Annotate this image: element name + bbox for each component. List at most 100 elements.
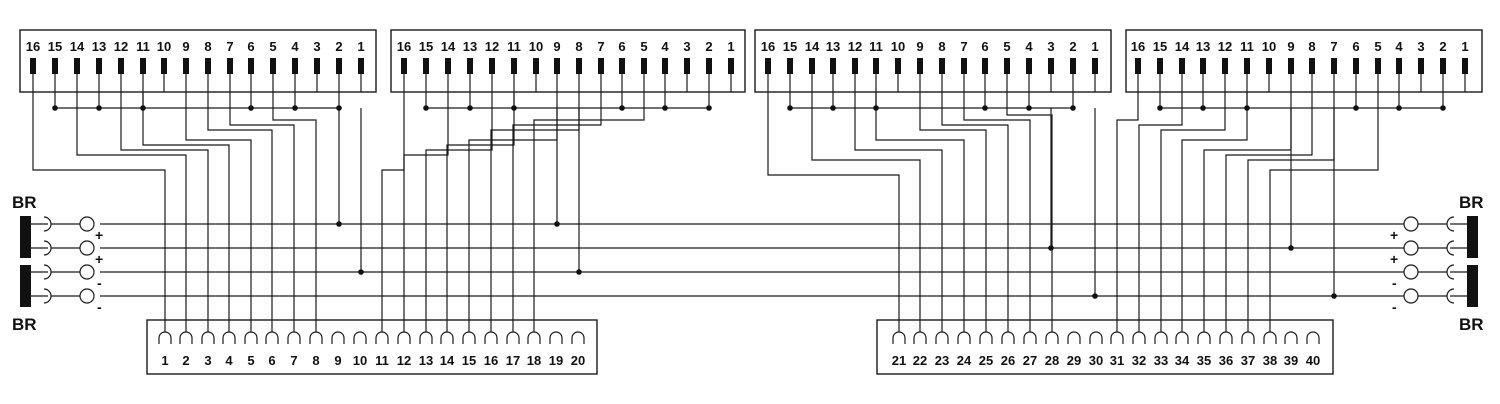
power-bar-right-bottom [1467,265,1478,307]
terminal-label: 18 [527,353,541,368]
pin-stub [1157,58,1163,74]
pin-stub [118,58,124,74]
signal-wire [381,92,405,332]
pin-stub [248,58,254,74]
terminal-label: 2 [182,353,189,368]
terminal-contact [571,331,585,344]
pin-stub [270,58,276,74]
pin-stub [554,58,560,74]
junction-dot [662,105,668,111]
pin-stub [1288,58,1294,74]
terminal-contact [1175,331,1189,344]
pin-label: 15 [783,39,797,54]
br-label-right-bottom: BR [1459,315,1484,334]
pin-label: 9 [916,39,923,54]
junction-dot [1331,293,1337,299]
pin-stub [830,58,836,74]
junction-dot [1353,105,1359,111]
terminal-contact [222,331,236,344]
terminal-contact [1154,331,1168,344]
pin-label: 9 [182,39,189,54]
terminal-ring [79,264,95,280]
pin-stub [1396,58,1402,74]
pin-label: 7 [597,39,604,54]
pin-label: 6 [247,39,254,54]
pin-label: 13 [463,39,477,54]
pin-stub [161,58,167,74]
pin-stub [1309,58,1315,74]
pin-stub [895,58,901,74]
junction-dot [982,105,988,111]
terminal-label: 35 [1197,353,1211,368]
signal-wire [446,92,515,332]
terminal-label: 23 [935,353,949,368]
terminal-contact [244,331,258,344]
pin-label: 5 [1003,39,1010,54]
signal-wire [207,92,273,332]
terminal-label: 31 [1110,353,1124,368]
terminal-block-1 [146,319,598,375]
pin-label: 3 [1417,39,1424,54]
terminal-contact [353,331,367,344]
terminal-label: 36 [1219,353,1233,368]
pin-label: 6 [618,39,625,54]
wire-layer [32,74,1466,332]
terminal-contact [892,331,906,344]
pin-label: 16 [26,39,40,54]
pin-label: 15 [1153,39,1167,54]
terminal-label: 3 [204,353,211,368]
junction-dot [248,105,254,111]
terminal-label: 28 [1045,353,1059,368]
terminal-label: 30 [1089,353,1103,368]
junction-dot [96,105,102,111]
pin-stub [728,58,734,74]
terminal-label: 10 [353,353,367,368]
terminal-label: 21 [892,353,906,368]
power-socket [1446,264,1455,280]
terminal-label: 6 [268,353,275,368]
pin-stub [205,58,211,74]
junction-dot [1157,105,1163,111]
pin-label: 3 [313,39,320,54]
pin-stub [1200,58,1206,74]
pin-label: 7 [1330,39,1337,54]
terminal-label: 24 [957,353,972,368]
pin-label: 14 [70,39,85,54]
pin-stub [787,58,793,74]
terminal-ring [79,240,95,256]
signal-wire [854,92,943,332]
terminal-contact [158,331,172,344]
br-label-right-top: BR [1459,193,1484,212]
terminal-contact [1219,331,1233,344]
sign-left-4: - [97,299,102,315]
terminal-label: 22 [913,353,927,368]
terminal-label: 7 [290,353,297,368]
terminal-label: 5 [247,353,254,368]
pin-stub [1135,58,1141,74]
junction-dot [1026,105,1032,111]
terminal-contact [506,331,520,344]
sign-left-3: - [97,275,102,291]
pin-label: 10 [1262,39,1276,54]
pin-stub [489,58,495,74]
signal-wire [1160,92,1226,332]
pin-stub [467,58,473,74]
terminal-contact [979,331,993,344]
pin-label: 11 [1240,39,1254,54]
terminal-label: 8 [312,353,319,368]
terminal-label: 32 [1132,353,1146,368]
pin-stub [706,58,712,74]
terminal-label: 13 [419,353,433,368]
pin-label: 7 [226,39,233,54]
pin-stub [1266,58,1272,74]
terminal-label: 19 [549,353,563,368]
pin-stub [1375,58,1381,74]
terminal-label: 15 [462,353,476,368]
pin-stub [314,58,320,74]
terminal-contact [1132,331,1146,344]
terminal-contact [935,331,949,344]
pin-label: 9 [553,39,560,54]
pin-label: 11 [136,39,150,54]
pin-stub [1462,58,1468,74]
